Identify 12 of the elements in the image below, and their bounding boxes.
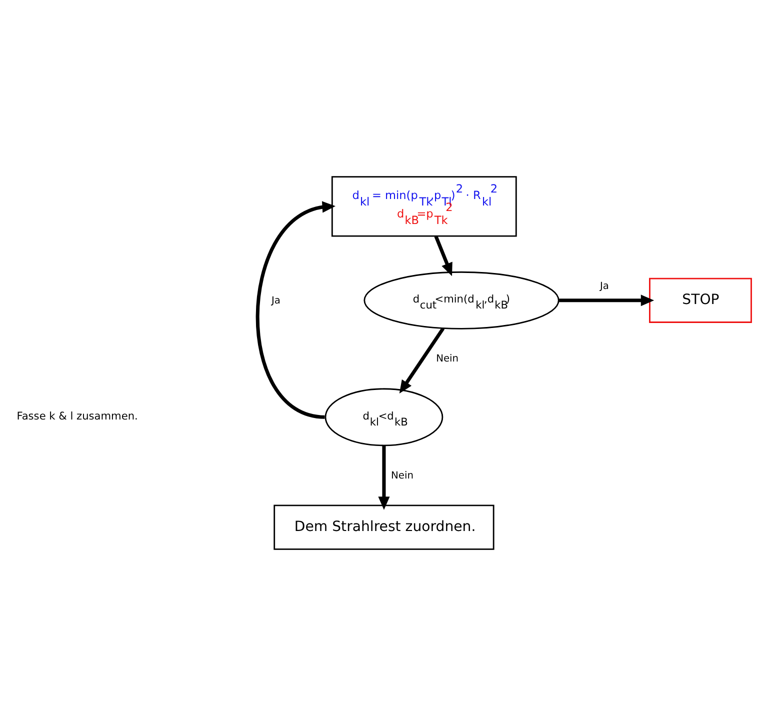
edge-label: Ja: [272, 295, 280, 306]
arrow: [399, 327, 445, 394]
arrow: [559, 294, 654, 306]
edge-label: Nein: [436, 354, 459, 365]
edge-label: Nein: [391, 470, 414, 482]
edge-label: Ja: [600, 280, 609, 292]
arrow: [434, 236, 452, 276]
node-box: Dem Strahlrest zuordnen.: [274, 504, 494, 550]
arrow: [378, 446, 390, 510]
label: Fasse k & l zusammen.: [16, 410, 138, 423]
node-box: STOP: [649, 278, 752, 323]
arrow: [256, 201, 336, 419]
